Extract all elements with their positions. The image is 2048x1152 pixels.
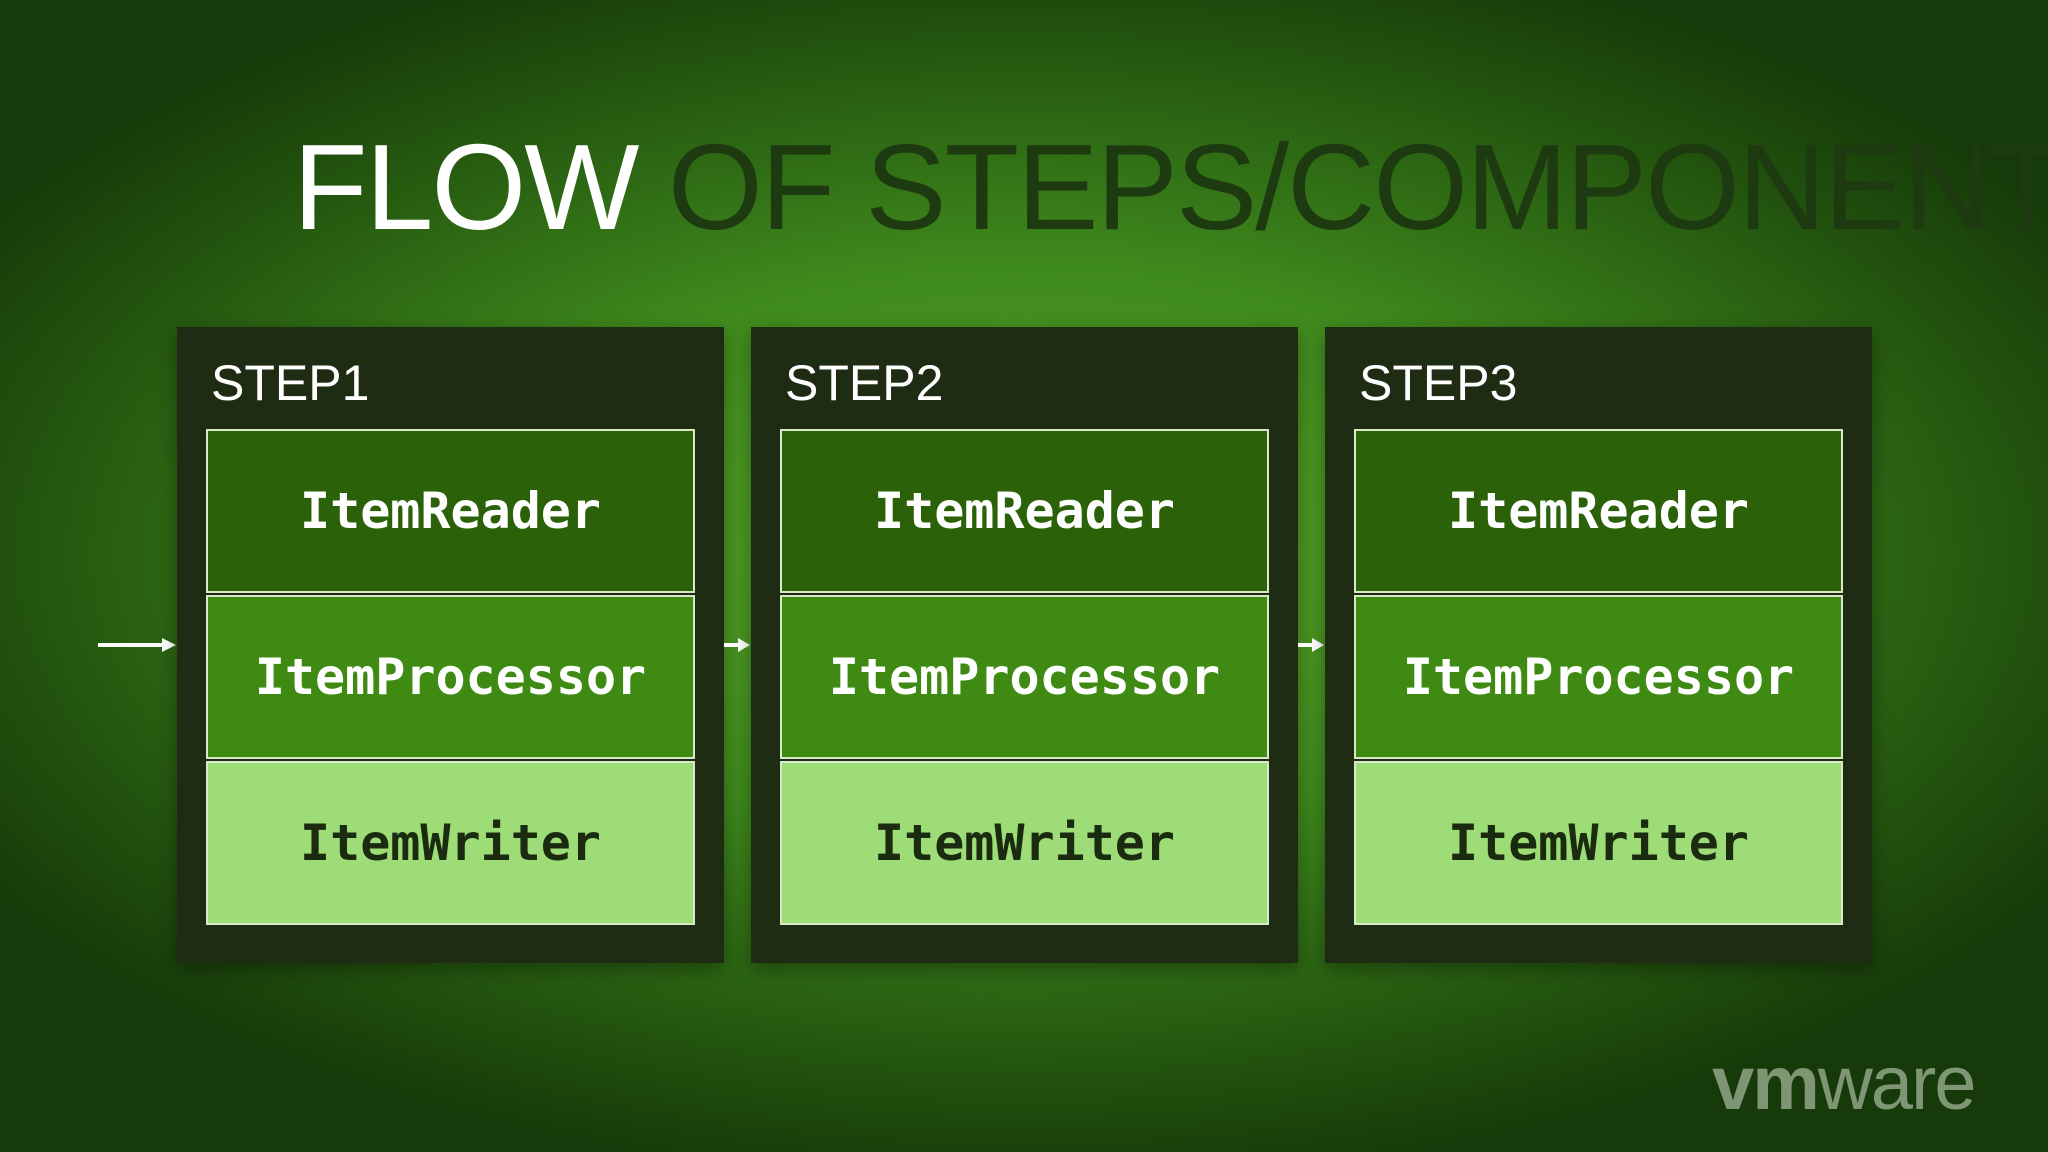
vmware-logo-bold: vm [1712, 1041, 1820, 1126]
step-box-2: STEP2 ItemReader ItemProcessor ItemWrite… [751, 327, 1298, 963]
vmware-logo: vmware [1712, 1040, 1977, 1127]
slide-title-highlight: FLOW [293, 119, 639, 255]
vmware-logo-light: ware [1817, 1041, 1977, 1126]
item-processor-box: ItemProcessor [206, 595, 695, 759]
item-writer-box: ItemWriter [206, 761, 695, 925]
step-title: STEP1 [211, 355, 370, 411]
item-writer-box: ItemWriter [1354, 761, 1843, 925]
item-reader-box: ItemReader [1354, 429, 1843, 593]
step-arrow-icon [724, 635, 751, 655]
step-title: STEP3 [1359, 355, 1518, 411]
item-reader-box: ItemReader [206, 429, 695, 593]
step-title: STEP2 [785, 355, 944, 411]
step-arrow-icon [1298, 635, 1325, 655]
step-box-3: STEP3 ItemReader ItemProcessor ItemWrite… [1325, 327, 1872, 963]
entry-arrow-icon [98, 635, 178, 655]
slide-title-rest: OF STEPS/COMPONENT [667, 119, 2048, 255]
item-processor-box: ItemProcessor [1354, 595, 1843, 759]
item-processor-box: ItemProcessor [780, 595, 1269, 759]
item-writer-box: ItemWriter [780, 761, 1269, 925]
item-reader-box: ItemReader [780, 429, 1269, 593]
step-box-1: STEP1 ItemReader ItemProcessor ItemWrite… [177, 327, 724, 963]
